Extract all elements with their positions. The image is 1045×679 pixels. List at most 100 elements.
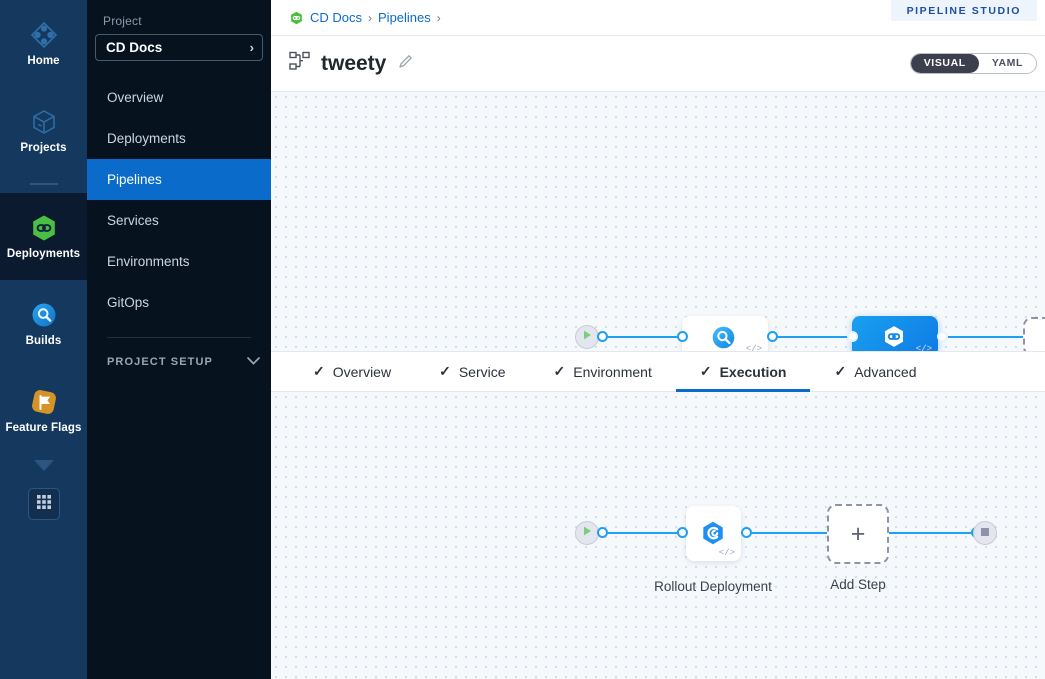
project-sidebar: Project CD Docs › Overview Deployments P…: [87, 0, 271, 679]
stage-node-tweetapp[interactable]: </>: [682, 316, 768, 351]
toggle-option-visual[interactable]: VISUAL: [910, 54, 979, 73]
sidebar-item-label: Deployments: [107, 131, 186, 146]
check-icon: ✓: [699, 363, 712, 379]
tab-overview[interactable]: ✓ Overview: [289, 352, 415, 391]
steps-start-node[interactable]: [575, 521, 599, 545]
port-tweetapp-in[interactable]: [677, 331, 688, 342]
pencil-icon[interactable]: [398, 53, 414, 74]
port-rollout-in[interactable]: [677, 527, 688, 538]
page-title: tweety: [321, 51, 387, 75]
home-diamond-icon: [29, 20, 59, 50]
add-step-button[interactable]: +: [827, 504, 889, 564]
deploy-stage-icon: [881, 323, 907, 351]
tab-environment[interactable]: ✓ Environment: [530, 352, 676, 391]
add-step-label: Add Step: [830, 577, 886, 592]
app-grid-icon: [36, 494, 52, 515]
port-rollout-out[interactable]: [741, 527, 752, 538]
stage-tabs: ✓ Overview ✓ Service ✓ Environment ✓ Exe…: [271, 351, 1045, 392]
rail-item-label: Projects: [20, 142, 67, 154]
edge-rollout-to-add-step: [741, 532, 831, 534]
sidebar-item-label: GitOps: [107, 295, 150, 310]
stage-node-deploy-tweety[interactable]: </>: [852, 316, 938, 351]
edge-tweetapp-to-deploy: [767, 336, 857, 338]
chevron-down-icon: [33, 459, 55, 477]
add-stage-button[interactable]: +: [1023, 317, 1045, 351]
execution-steps-canvas[interactable]: </> Rollout Deployment + Add Step: [271, 392, 1045, 679]
play-icon: [581, 524, 593, 542]
rail-item-home[interactable]: Home: [0, 0, 87, 87]
breadcrumb-separator: ›: [368, 10, 373, 25]
sidebar-item-label: Services: [107, 213, 159, 228]
play-icon: [581, 328, 593, 346]
plus-icon: +: [850, 519, 866, 548]
sidebar-item-environments[interactable]: Environments: [87, 241, 271, 282]
sidebar-item-services[interactable]: Services: [87, 200, 271, 241]
sidebar-item-label: Environments: [107, 254, 190, 269]
rail-item-label: Home: [27, 55, 60, 67]
rail-item-builds[interactable]: Builds: [0, 280, 87, 367]
stage-code-badge[interactable]: </>: [915, 344, 932, 351]
rail-item-label: Feature Flags: [5, 422, 82, 434]
rail-item-deployments[interactable]: Deployments: [0, 193, 87, 280]
builds-circle-icon: [29, 300, 59, 330]
sidebar-item-pipelines[interactable]: Pipelines: [87, 159, 271, 200]
port-start[interactable]: [597, 331, 608, 342]
sidebar-item-deployments[interactable]: Deployments: [87, 118, 271, 159]
sidebar-divider: [107, 337, 251, 338]
steps-end-node[interactable]: [973, 521, 997, 545]
edge-start-to-rollout: [597, 532, 687, 534]
breadcrumb-link-pipelines[interactable]: Pipelines: [378, 10, 431, 25]
sidebar-item-label: Pipelines: [107, 172, 162, 187]
breadcrumb-separator: ›: [436, 10, 441, 25]
check-icon: ✓: [834, 363, 847, 379]
edge-start-to-tweetapp: [597, 336, 687, 338]
deployments-hex-icon: [289, 10, 304, 26]
pipeline-start-node[interactable]: [575, 325, 599, 349]
view-mode-toggle[interactable]: VISUAL YAML: [909, 53, 1037, 74]
pipeline-studio-badge: PIPELINE STUDIO: [891, 0, 1037, 21]
edge-add-step-to-end: [885, 532, 977, 534]
rail-item-feature-flags[interactable]: Feature Flags: [0, 367, 87, 454]
project-selector[interactable]: CD Docs ›: [95, 34, 263, 61]
rail-item-label: Builds: [25, 335, 62, 347]
sidebar-item-gitops[interactable]: GitOps: [87, 282, 271, 323]
port-deploy-in[interactable]: [847, 331, 858, 342]
tab-label: Overview: [332, 363, 392, 380]
rail-divider: [0, 174, 87, 193]
stage-canvas[interactable]: </> Tweetapp </> deploy tweet: [271, 92, 1045, 351]
app-grid-button[interactable]: [27, 488, 60, 520]
chevron-right-icon: ›: [249, 40, 254, 55]
step-code-badge[interactable]: </>: [718, 548, 735, 558]
tab-label: Environment: [573, 363, 652, 380]
toggle-option-yaml[interactable]: YAML: [991, 57, 1023, 69]
cube-icon: [29, 107, 59, 137]
step-label-rollout-deployment: Rollout Deployment: [654, 579, 772, 594]
tab-label: Advanced: [854, 363, 917, 380]
sidebar-project-setup[interactable]: PROJECT SETUP: [87, 338, 271, 368]
build-stage-icon: [710, 324, 737, 351]
rail-item-projects[interactable]: Projects: [0, 87, 87, 174]
check-icon: ✓: [439, 363, 451, 379]
step-node-rollout-deployment[interactable]: </>: [686, 506, 741, 561]
port-tweetapp-out[interactable]: [767, 331, 778, 342]
port-steps-start[interactable]: [597, 527, 608, 538]
check-icon: ✓: [553, 363, 566, 379]
tab-advanced[interactable]: ✓ Advanced: [810, 352, 940, 391]
stage-code-badge[interactable]: </>: [745, 344, 762, 351]
pipeline-tree-icon: [289, 51, 311, 76]
project-name: CD Docs: [106, 40, 163, 55]
feature-flag-icon: [29, 387, 59, 417]
chevron-down-icon: [247, 356, 260, 368]
breadcrumb-link-project[interactable]: CD Docs: [310, 10, 363, 25]
port-deploy-out[interactable]: [937, 331, 948, 342]
tab-execution[interactable]: ✓ Execution: [675, 352, 811, 392]
sidebar-item-label: Overview: [107, 90, 164, 105]
stop-icon: [980, 524, 990, 542]
rail-more-button[interactable]: [0, 454, 87, 482]
rail-bottom-area: [0, 482, 87, 679]
tab-service[interactable]: ✓ Service: [415, 352, 529, 391]
sidebar-section-label: Project: [103, 14, 142, 28]
sidebar-item-overview[interactable]: Overview: [87, 77, 271, 118]
check-icon: ✓: [313, 363, 325, 379]
